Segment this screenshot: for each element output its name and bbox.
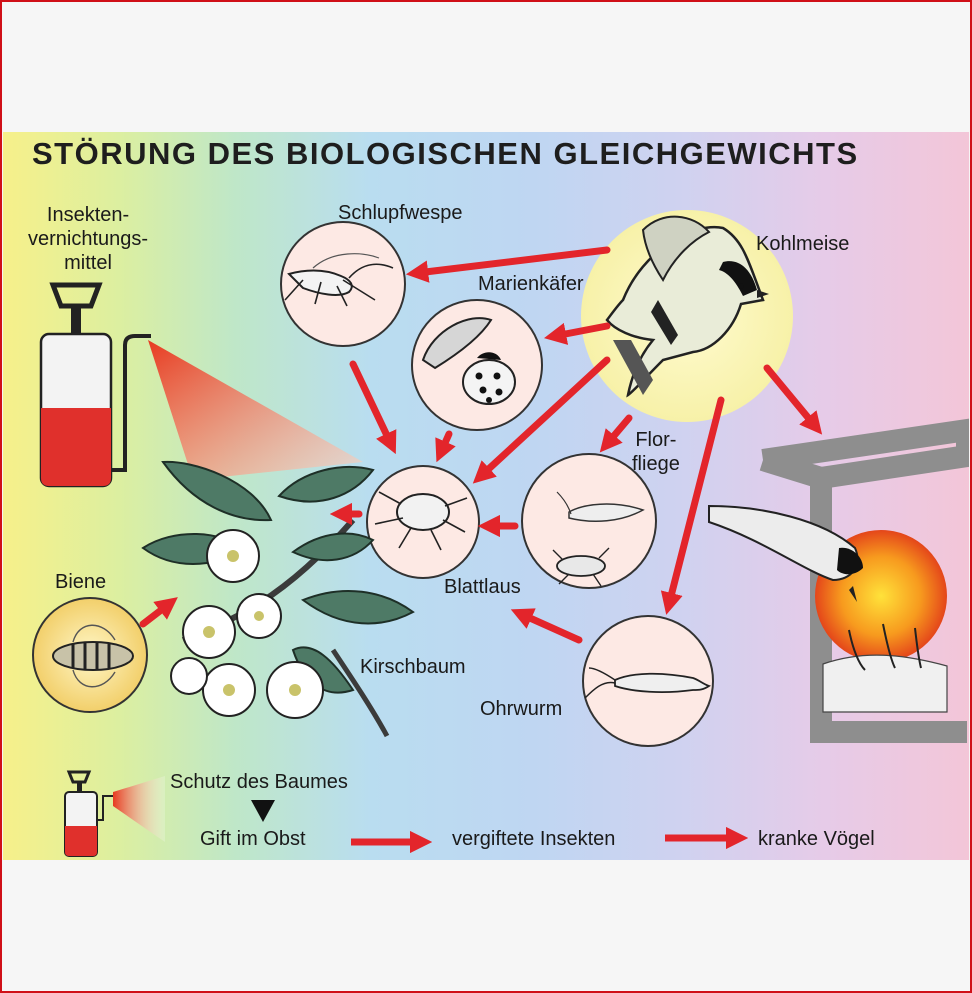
arrow-marienkaefer-blattlaus	[435, 430, 456, 463]
kohlmeise-bird-icon	[581, 210, 793, 422]
label-blattlaus: Blattlaus	[444, 576, 521, 598]
label-biene: Biene	[55, 571, 107, 593]
label-insecticide-line2: vernichtungs-	[28, 228, 149, 250]
label-kohlmeise: Kohlmeise	[756, 233, 850, 255]
arrow-ohrwurm-blattlaus	[510, 608, 583, 644]
label-insecticide-line3: mittel	[64, 252, 112, 274]
biene-icon	[32, 597, 148, 713]
legend-down-triangle-icon	[251, 800, 275, 822]
schlupfwespe-circle	[280, 221, 406, 347]
poster	[3, 132, 969, 860]
label-florfliege-line1: Flor-	[635, 429, 677, 451]
arrow-biene-kirschbaum	[139, 597, 178, 628]
diagram-canvas	[32, 210, 969, 857]
diagram-title: STÖRUNG DES BIOLOGISCHEN GLEICHGEWICHTS	[32, 136, 859, 171]
ohrwurm-circle	[582, 615, 714, 747]
legend-step-gift: Gift im Obst	[200, 828, 306, 850]
label-insecticide-line1: Insekten-	[46, 204, 130, 226]
marienkaefer-circle	[411, 299, 543, 431]
legend-protection: Schutz des Baumes	[170, 771, 348, 793]
arrow-kohlmeise-blattlaus	[472, 356, 611, 484]
arrow-kohlmeise-ohrwurm	[660, 396, 725, 615]
legend-step-insects: vergiftete Insekten	[452, 828, 616, 850]
label-ohrwurm: Ohrwurm	[480, 698, 563, 720]
nest-box-icon	[708, 418, 969, 743]
kirschbaum-icon	[141, 460, 415, 738]
legend-arrows	[351, 826, 749, 854]
arrow-schlupfwespe-blattlaus	[349, 360, 397, 455]
blattlaus-circle	[366, 465, 480, 579]
label-insecticide: Insekten- vernichtungs- mittel	[28, 203, 148, 275]
legend-sprayer-icon	[64, 770, 165, 857]
label-marienkaefer: Marienkäfer	[478, 273, 584, 295]
florfliege-circle	[521, 453, 657, 589]
label-florfliege-line2: fliege	[632, 453, 680, 475]
label-kirschbaum: Kirschbaum	[360, 656, 466, 678]
sprayer-icon	[39, 282, 363, 488]
arrow-kohlmeise-nest	[763, 364, 823, 435]
label-schlupfwespe: Schlupfwespe	[338, 202, 463, 224]
arrow-kohlmeise-schlupfwespe	[405, 246, 611, 283]
arrow-kohlmeise-florfliege	[599, 414, 633, 453]
legend-step-birds: kranke Vögel	[758, 828, 875, 850]
food-web-arrows	[139, 246, 823, 644]
label-florfliege: Flor- fliege	[632, 428, 680, 476]
arrow-kohlmeise-marienkaefer	[544, 322, 611, 345]
